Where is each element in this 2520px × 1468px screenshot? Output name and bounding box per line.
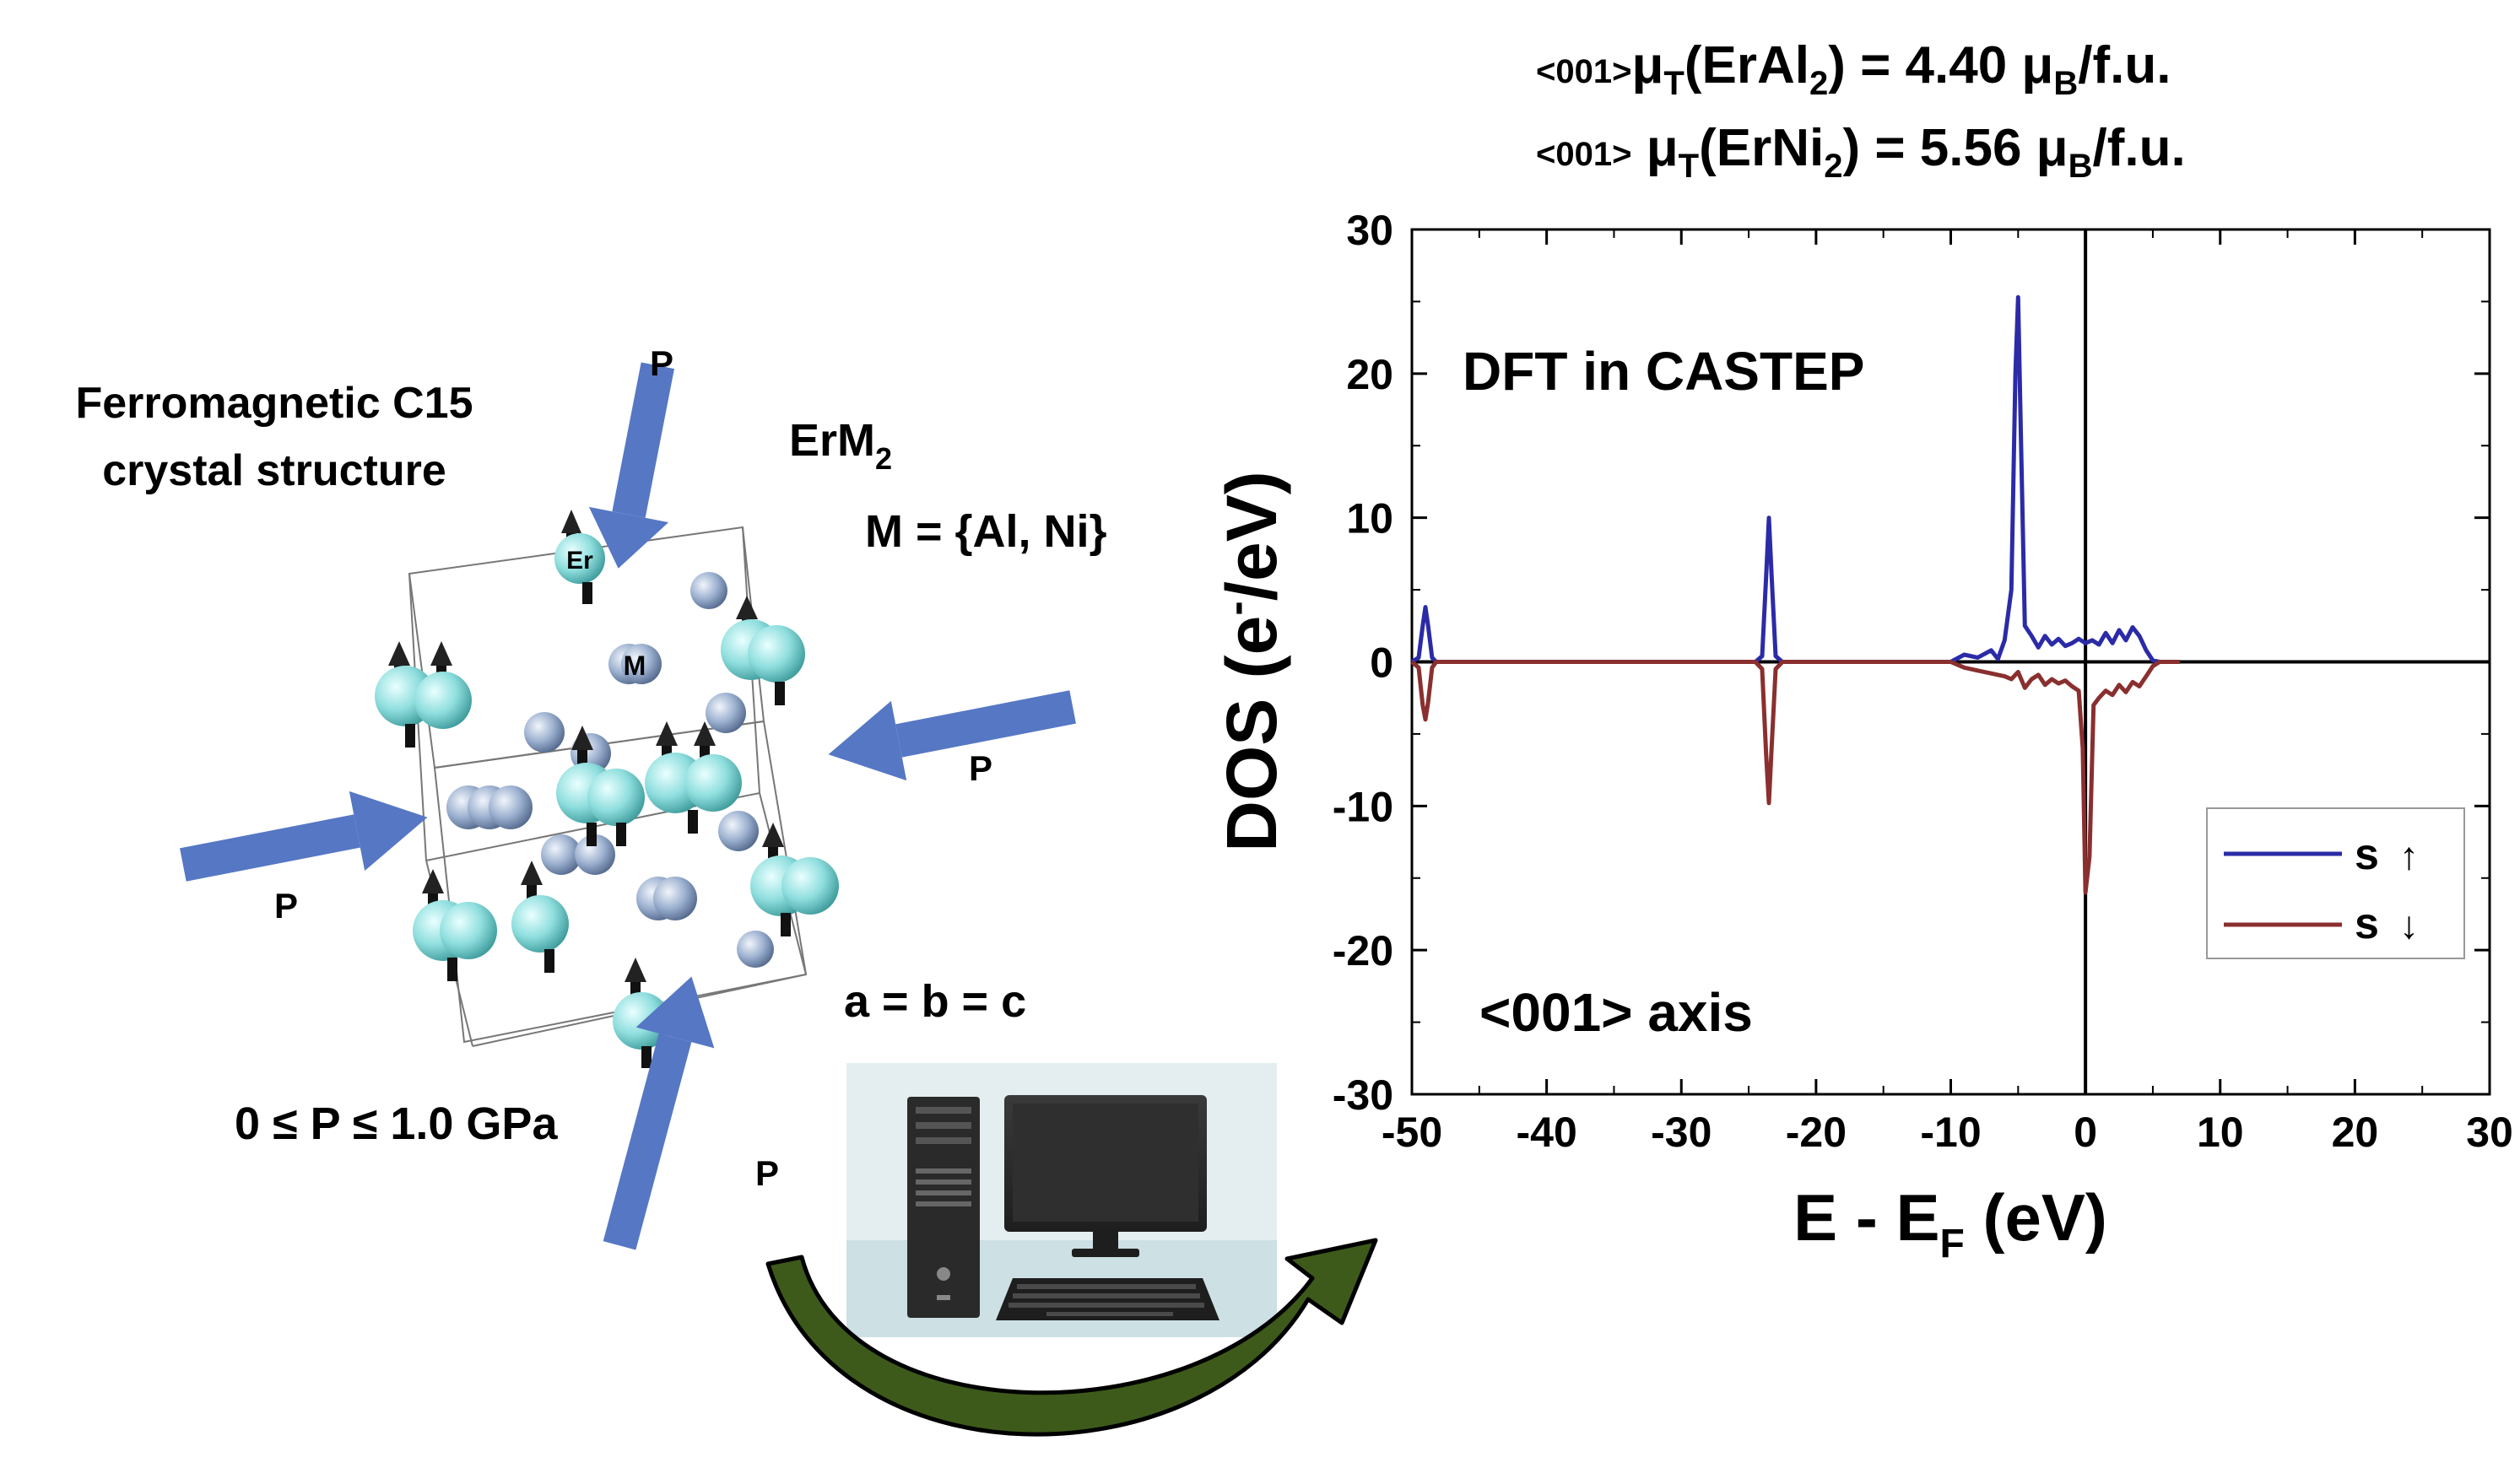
x-tick-label: 0 (2074, 1109, 2097, 1156)
y-tick-label: 10 (1346, 495, 1393, 542)
pressure-arrow-bottom-icon (603, 976, 715, 1250)
computer-illustration (846, 1063, 1277, 1337)
legend-label-down: s (2355, 899, 2379, 948)
x-tick-label: -10 (1920, 1109, 1981, 1156)
lattice-relation: a = b = c (844, 976, 1026, 1027)
computer-tower-icon (907, 1097, 980, 1318)
headline: <001>μT(ErAl2) = 4.40 μB/f.u. <001> μT(E… (1536, 36, 2186, 185)
annotation-axis: <001> axis (1479, 982, 1753, 1043)
x-tick-label: 20 (2332, 1109, 2379, 1156)
x-tick-label: 30 (2466, 1109, 2513, 1156)
structure-title-line2: crystal structure (102, 446, 446, 495)
crystal-structure-panel: Ferromagnetic C15 crystal structure ErM2… (75, 343, 1107, 1250)
x-axis-label: E - EF (eV) (1793, 1180, 2107, 1266)
x-tick-label: -20 (1786, 1109, 1847, 1156)
x-tick-label: -50 (1382, 1109, 1442, 1156)
legend-arrow-down-icon: ↓ (2399, 903, 2419, 947)
pressure-label-right: P (969, 748, 992, 788)
legend-arrow-up-icon: ↑ (2399, 834, 2419, 877)
tick-labels: -50 -40 -30 -20 -10 0 10 20 30 -30 -20 -10 0 10 20 30 (1333, 207, 2513, 1156)
pressure-range: 0 ≤ P ≤ 1.0 GPa (235, 1098, 558, 1149)
series-spin-up-line (1410, 294, 2180, 664)
x-tick-label: -40 (1516, 1109, 1576, 1156)
pressure-arrows (180, 362, 1076, 1250)
er-atoms: Er M (375, 510, 839, 1068)
series-spin-down-line (1410, 660, 2180, 895)
atom-label-er: Er (566, 547, 593, 575)
formula-label: ErM2 (789, 415, 892, 476)
moment-line-erni2: <001> μT(ErNi2) = 5.56 μB/f.u. (1536, 119, 2186, 185)
moment-line-erai2: <001>μT(ErAl2) = 4.40 μB/f.u. (1536, 36, 2171, 102)
y-tick-label: -30 (1333, 1071, 1393, 1119)
keyboard-icon (996, 1278, 1219, 1320)
m-set-label: M = {Al, Ni} (865, 506, 1107, 557)
y-tick-label: -20 (1333, 927, 1393, 974)
y-axis-label: DOS (e-/eV) (1212, 471, 1291, 851)
monitor-icon (1004, 1095, 1207, 1257)
annotation-dft: DFT in CASTEP (1463, 341, 1864, 402)
legend-label-up: s (2355, 830, 2379, 879)
pressure-arrow-top-icon (588, 362, 674, 569)
y-tick-label: 0 (1370, 640, 1393, 687)
y-tick-label: -10 (1333, 783, 1393, 830)
pressure-label-bottom: P (755, 1153, 779, 1193)
y-tick-label: 30 (1346, 207, 1393, 254)
pressure-arrow-left-icon (180, 791, 428, 882)
legend: s ↑ s ↓ (2206, 807, 2465, 959)
atom-label-m: M (624, 650, 646, 681)
pressure-arrow-right-icon (828, 690, 1076, 781)
y-tick-label: 20 (1346, 351, 1393, 398)
x-tick-label: 10 (2197, 1109, 2244, 1156)
structure-title-line1: Ferromagnetic C15 (75, 379, 473, 428)
dos-chart: -50 -40 -30 -20 -10 0 10 20 30 -30 -20 -10 0 10 20 30 D… (1212, 207, 2513, 1266)
x-tick-label: -30 (1651, 1109, 1712, 1156)
series-layer (1410, 294, 2180, 895)
curved-flow-arrow-icon (765, 1238, 1378, 1437)
pressure-label-top: P (650, 343, 673, 383)
pressure-label-left: P (274, 886, 298, 926)
